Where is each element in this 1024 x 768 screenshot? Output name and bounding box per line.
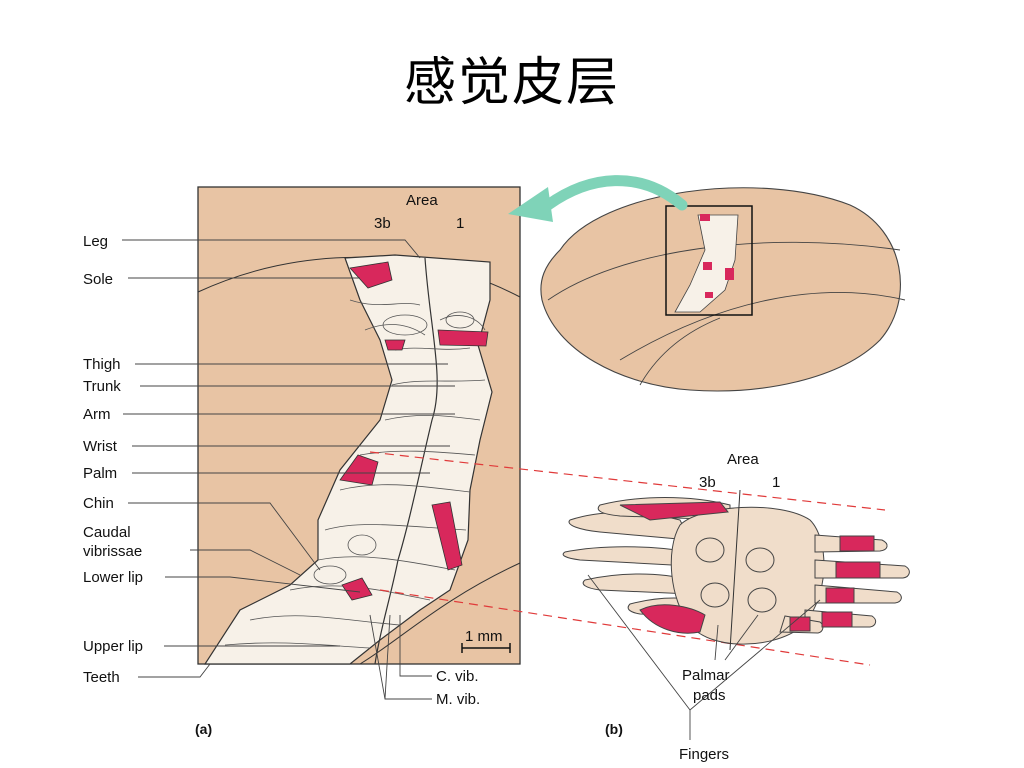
panel-b-leader-lines [587, 574, 821, 740]
panel-a-leader-lines [122, 239, 455, 700]
slide-title: 感觉皮层 [403, 53, 620, 113]
area-3b-label-b: 3b [699, 474, 716, 491]
label-caudal: Caudal [83, 524, 131, 541]
label-thigh: Thigh [83, 356, 121, 373]
label-chin: Chin [83, 495, 114, 512]
label-sole: Sole [83, 271, 113, 288]
label-pads: pads [693, 687, 726, 704]
label-lower-lip: Lower lip [83, 569, 143, 586]
label-trunk: Trunk [83, 378, 121, 395]
area-1-label-a: 1 [456, 215, 464, 232]
label-wrist: Wrist [83, 438, 118, 455]
palm-receptive-patches [339, 261, 489, 601]
area-1-label-b: 1 [772, 474, 780, 491]
panel-a-tag: (a) [195, 721, 212, 737]
label-fingers: Fingers [679, 746, 729, 763]
area-border-3b-1 [374, 257, 438, 665]
label-palmar: Palmar [682, 667, 730, 684]
label-leg: Leg [83, 233, 108, 250]
transition-arrow [508, 175, 688, 222]
area-label-a: Area [406, 192, 438, 209]
panel-a-map [197, 186, 521, 665]
scale-bar-label: 1 mm [465, 628, 503, 645]
boundary-line-bottom [359, 562, 521, 665]
panel-b-tag: (b) [605, 721, 623, 737]
brain-illustration [540, 187, 906, 392]
hand-illustration [562, 489, 910, 651]
label-teeth: Teeth [83, 669, 120, 686]
correspondence-dashed-lines [369, 451, 886, 666]
brain-inset-box [665, 205, 753, 316]
label-m-vib: M. vib. [436, 691, 480, 708]
label-c-vib: C. vib. [436, 668, 479, 685]
label-upper-lip: Upper lip [83, 638, 143, 655]
area-label-b: Area [727, 451, 759, 468]
label-palm: Palm [83, 465, 117, 482]
area-3b-label-a: 3b [374, 215, 391, 232]
label-arm: Arm [83, 406, 111, 423]
label-vibrissae: vibrissae [83, 543, 142, 560]
